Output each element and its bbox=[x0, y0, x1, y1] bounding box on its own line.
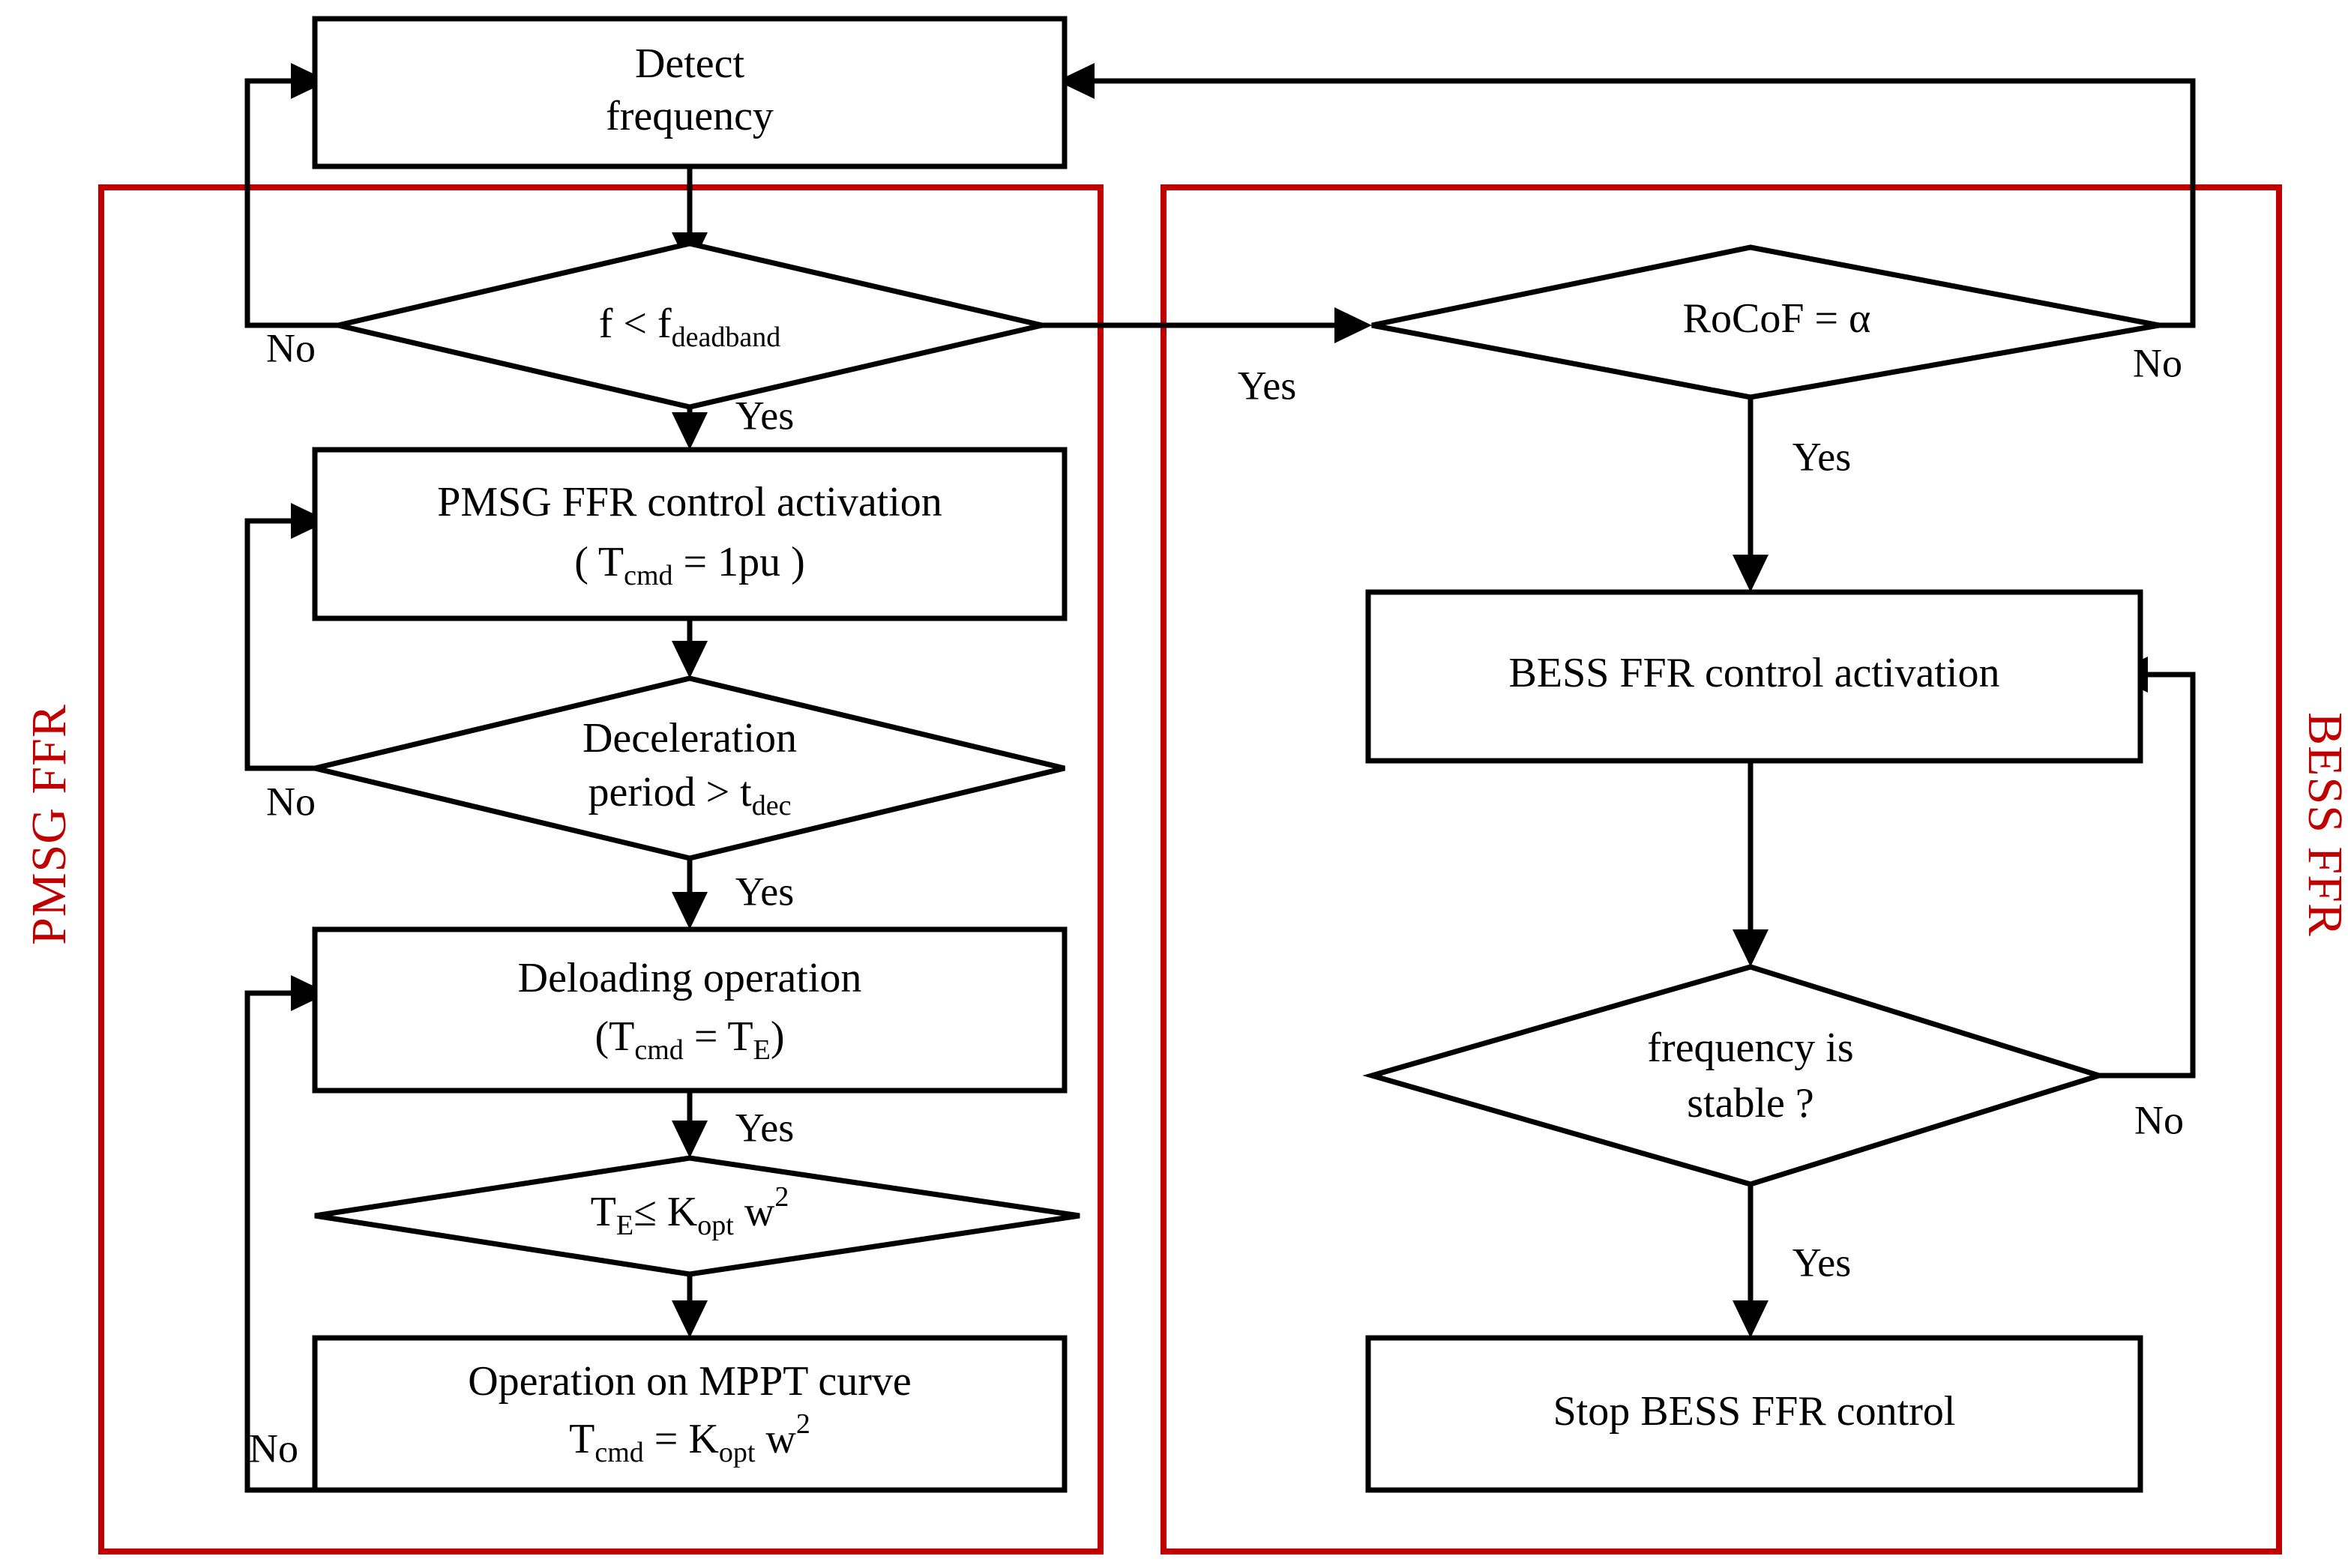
arrowhead-stable-yes bbox=[1733, 1300, 1768, 1338]
node-decision-rocof-label: RoCoF = α bbox=[1683, 295, 1871, 342]
decel-line2-sub: dec bbox=[752, 790, 792, 821]
node-stop-bess-label: Stop BESS FFR control bbox=[1553, 1388, 1956, 1435]
group-box-pmsg bbox=[98, 184, 1104, 1555]
node-pmsg-activation[interactable] bbox=[312, 447, 1068, 621]
group-label-bess: BESS FFR bbox=[2298, 712, 2348, 937]
arrowhead-te-yes bbox=[672, 1300, 708, 1338]
te-sup: 2 bbox=[774, 1181, 789, 1213]
arrowhead-bess-to-stable bbox=[1733, 929, 1768, 967]
mppt-post: w bbox=[755, 1416, 796, 1462]
node-decision-deceleration[interactable] bbox=[314, 675, 1065, 861]
arrowhead-deadband-no bbox=[291, 63, 328, 99]
node-deloading[interactable] bbox=[312, 926, 1068, 1094]
f-deadband-main: f < f bbox=[599, 301, 672, 347]
node-bess-activation-label: BESS FFR control activation bbox=[1509, 650, 2000, 696]
arrowhead-rocof-yes bbox=[1733, 555, 1768, 592]
node-stop-bess[interactable] bbox=[1365, 1335, 2143, 1493]
deloading-sub1: cmd bbox=[634, 1034, 683, 1066]
node-mppt-line1: Operation on MPPT curve bbox=[468, 1358, 912, 1405]
arrowhead-decel-yes bbox=[672, 892, 708, 929]
edge-label-rocof-yes-down: Yes bbox=[1792, 434, 1852, 479]
node-decision-freq-stable[interactable] bbox=[1362, 964, 2108, 1187]
edge-label-stable-no: No bbox=[2134, 1097, 2184, 1142]
node-mppt[interactable] bbox=[312, 1335, 1068, 1493]
te-pre: T bbox=[591, 1189, 616, 1235]
mppt-sub2: opt bbox=[719, 1437, 756, 1468]
edge-rocof-no-feedback bbox=[1087, 78, 2196, 328]
deloading-post: ) bbox=[771, 1013, 785, 1060]
mppt-sup: 2 bbox=[796, 1408, 810, 1440]
node-detect-frequency-line1: Detect bbox=[635, 40, 745, 87]
edge-label-decel-no: No bbox=[266, 779, 316, 824]
te-sub2: opt bbox=[697, 1210, 734, 1241]
edge-label-decel-yes: Yes bbox=[735, 869, 795, 914]
node-pmsg-activation-line2: ( Tcmd = 1pu ) bbox=[574, 539, 805, 591]
decel-line2-pre: period > t bbox=[588, 769, 753, 815]
node-mppt-line2: Tcmd = Kopt w2 bbox=[569, 1408, 810, 1468]
node-pmsg-activation-line1: PMSG FFR control activation bbox=[437, 479, 942, 525]
arrowhead-mppt-no bbox=[291, 975, 328, 1011]
arrowhead-deadband-yes bbox=[672, 412, 708, 450]
node-bess-activation[interactable] bbox=[1365, 589, 2143, 764]
node-decision-te-kopt[interactable] bbox=[314, 1155, 1080, 1277]
node-decision-rocof[interactable] bbox=[1371, 244, 2160, 400]
node-detect-frequency-line2: frequency bbox=[606, 93, 774, 139]
node-decision-deceleration-line2: period > tdec bbox=[588, 769, 792, 821]
pmsg-line2-post: = 1pu ) bbox=[673, 539, 805, 585]
te-post: w bbox=[734, 1189, 775, 1235]
group-box-bess bbox=[1161, 184, 2282, 1555]
edge-label-deadband-no: No bbox=[266, 325, 316, 370]
edge-label-rocof-yes-left: Yes bbox=[1238, 363, 1297, 408]
node-decision-freq-stable-line2: stable ? bbox=[1687, 1080, 1813, 1127]
edge-label-mppt-no: No bbox=[249, 1426, 298, 1471]
edge-decel-no-feedback bbox=[244, 518, 338, 771]
mppt-pre: T bbox=[569, 1416, 594, 1462]
edge-label-stable-yes: Yes bbox=[1792, 1240, 1852, 1285]
te-sub1: E bbox=[616, 1210, 633, 1241]
edge-deadband-no-feedback bbox=[244, 78, 338, 328]
node-deloading-line2: (Tcmd = TE) bbox=[595, 1013, 785, 1066]
edge-stable-no-feedback bbox=[2099, 672, 2196, 1079]
deloading-sub2: E bbox=[753, 1034, 771, 1066]
deloading-mid: = T bbox=[684, 1013, 753, 1060]
group-label-pmsg: PMSG FFR bbox=[22, 704, 76, 945]
node-detect-frequency[interactable] bbox=[312, 16, 1068, 169]
f-deadband-sub: deadband bbox=[672, 322, 781, 353]
mppt-sub1: cmd bbox=[594, 1437, 643, 1468]
te-mid: ≤ K bbox=[633, 1189, 697, 1235]
pmsg-line2-pre: ( T bbox=[574, 539, 624, 585]
edge-label-deadband-yes: Yes bbox=[735, 393, 795, 438]
edge-mppt-no-feedback bbox=[244, 990, 338, 1493]
arrowhead-deadband-to-rocof bbox=[1334, 307, 1372, 343]
arrowhead-deloading-to-te bbox=[672, 1121, 708, 1158]
node-decision-f-deadband[interactable] bbox=[337, 241, 1043, 410]
pmsg-line2-sub: cmd bbox=[624, 560, 672, 591]
arrowhead-rocof-no bbox=[1057, 63, 1095, 99]
node-decision-f-deadband-label: f < fdeadband bbox=[599, 301, 781, 353]
arrowhead-decel-no bbox=[291, 503, 328, 539]
node-decision-te-kopt-label: TE≤ Kopt w2 bbox=[591, 1181, 789, 1241]
deloading-pre: (T bbox=[595, 1013, 635, 1060]
mppt-mid: = K bbox=[644, 1416, 719, 1462]
node-decision-freq-stable-line1: frequency is bbox=[1647, 1025, 1853, 1071]
arrowhead-pmsg-to-decel bbox=[672, 641, 708, 678]
edge-label-rocof-no: No bbox=[2133, 340, 2182, 385]
edge-label-deloading-yes: Yes bbox=[735, 1105, 795, 1150]
node-decision-deceleration-line1: Deceleration bbox=[583, 715, 797, 762]
node-deloading-line1: Deloading operation bbox=[518, 955, 862, 1001]
